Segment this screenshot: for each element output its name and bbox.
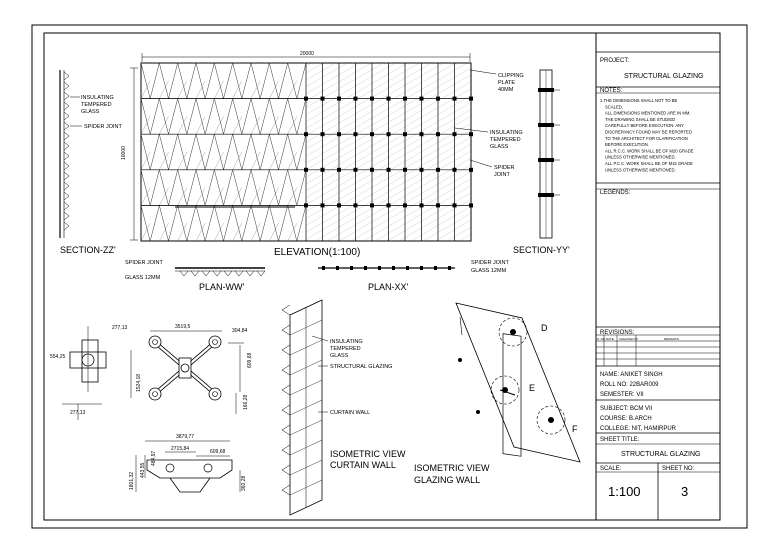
curtain-glass-callout: GLASS [330,353,349,359]
elevation-width-dimension: 20000 [300,51,314,57]
detail-f-marker: F [572,424,578,434]
elevation-height-dimension: 10000 [121,146,127,160]
callout-tempered: TEMPERED [81,102,112,108]
dim-166: 166,28 [243,394,249,410]
curtain-insulating-callout: INSULATING [330,339,363,345]
callout-clipping-plate: CLIPPING [498,73,524,79]
college: COLLEGE: NIT, HAMIRPUR [600,426,677,432]
sheet-no-label: SHEET NO: [662,466,695,472]
plan-xx-label: PLAN-XX' [368,282,409,292]
note-line: ALL R.C.C. WORK SHALL BE OF M20 GRADE [605,148,694,153]
plan-ww-label: PLAN-WW' [199,282,244,292]
dim-277-top: 277,13 [112,325,128,331]
plan-xx-drawing [318,266,455,270]
callout-joint-right: JOINT [494,172,511,178]
curtain-tempered-callout: TEMPERED [330,346,361,352]
plan-xx-spider-callout: SPIDER JOINT [471,260,510,266]
legends-label: LEGENDS: [600,190,631,196]
dim-609-side: 609,68 [247,352,253,368]
note-line: UNLESS OTHERWISE MENTIONED. [605,155,676,160]
isometric-curtain-label-1: ISOMETRIC VIEW [330,449,406,459]
callout-tempered-right: TEMPERED [490,137,521,143]
scale-label: SCALE: [600,466,622,472]
dim-2715: 2715,84 [171,446,189,452]
callout-clipping-plate-3: 40MM [498,87,514,93]
detail-d-marker: D [541,323,548,333]
note-line: ALL P.C.C. WORK SHALL BE OF M15 GRADE [605,161,693,166]
curtain-wall-callout: CURTAIN WALL [330,410,370,416]
dim-443: 443,55 [140,462,146,478]
section-yy-drawing [538,69,560,239]
plan-ww-spider-callout: SPIDER JOINT [125,260,164,266]
callout-insulating-right: INSULATING [490,130,523,136]
revisions-header-date: DATE [606,337,614,341]
note-line: BEFORE EXECUTION. [605,142,649,147]
detail-e-marker: E [529,383,535,393]
revisions-label: REVISIONS: [600,330,635,336]
isometric-curtain-label-2: CURTAIN WALL [330,460,396,470]
title-block [596,51,720,520]
curtain-structural-callout: STRUCTURAL GLAZING [330,364,392,370]
note-line: DISCREPANCY FOUND MAY BE REPORTED [605,130,692,135]
dim-554: 554,25 [50,354,66,360]
section-zz-drawing [59,70,70,238]
isometric-glazing-label-2: GLAZING WALL [414,475,480,485]
spider-joint-details [62,326,244,493]
revisions-header-sno: S. NO. [597,337,606,341]
dim-277-bottom: 277,13 [70,410,86,416]
section-yy-label: SECTION-YY' [513,245,570,255]
callout-glass-right: GLASS [490,144,509,150]
student-name: NAME: ANIKET SINGH [600,372,663,378]
note-line: CAREFULLY BEFORE EXECUTION. ANY [605,123,684,128]
revisions-header-remarks: REMARKS [664,337,679,341]
sheet-title-label: SHEET TITLE: [600,437,640,443]
callout-glass: GLASS [81,109,100,115]
plan-ww-drawing [175,267,266,277]
semester: SEMESTER: VII [600,392,644,398]
section-zz-label: SECTION-ZZ' [60,245,116,255]
subject: SUBJECT: BCM VII [600,406,653,412]
isometric-curtain-wall-drawing [281,299,323,516]
plan-ww-glass-callout: GLASS 12MM [125,275,161,281]
scale-value: 1:100 [608,484,641,499]
elevation-label: ELEVATION(1:100) [274,247,360,258]
callout-clipping-plate-2: PLATE [498,80,515,86]
note-line: UNLESS OTHERWISE MENTIONED. [605,167,676,172]
dim-1524: 1524,18 [136,374,142,392]
sheet-title: STRUCTURAL GLAZING [621,451,700,458]
isometric-glazing-wall-drawing [455,302,581,463]
roll-number: ROLL NO: 22BAR009 [600,382,659,388]
notes-label: NOTES: [600,88,623,94]
dim-3879: 3879,77 [176,434,194,440]
dim-484: 484,97 [151,450,157,466]
dim-360: 360,28 [241,475,247,491]
project-name: STRUCTURAL GLAZING [624,73,703,80]
note-line: ALL DIMENSIONS MENTIONED ARE IN MM. [605,111,690,116]
revisions-header-checked: CHECKED BY [619,337,639,341]
elevation-drawing: 20000 10000 [121,51,473,242]
callout-spider-joint: SPIDER JOINT [84,124,123,130]
note-line: THE DRAWING SHALL BE STUDIED [605,117,675,122]
course: COURSE: B.ARCH [600,416,652,422]
note-line: TO THE ARCHITECT FOR CLARIFICATION [605,136,688,141]
callout-spider-right: SPIDER [494,165,515,171]
sheet-outer-border [31,24,748,529]
isometric-glazing-label-1: ISOMETRIC VIEW [414,463,490,473]
plan-xx-glass-callout: GLASS 12MM [471,268,507,274]
note-line: SCALED. [605,104,623,109]
note-line: 1.THE DIMENSIONS SHALL NOT TO BE [600,98,678,103]
dim-3519: 3519,5 [175,324,191,330]
callout-insulating: INSULATING [81,95,114,101]
sheet-no-value: 3 [681,484,688,499]
dim-304: 304,84 [232,328,248,334]
project-label: PROJECT: [600,58,629,64]
dim-609-bottom: 609,68 [210,449,226,455]
dim-1801: 1801,32 [129,472,135,490]
